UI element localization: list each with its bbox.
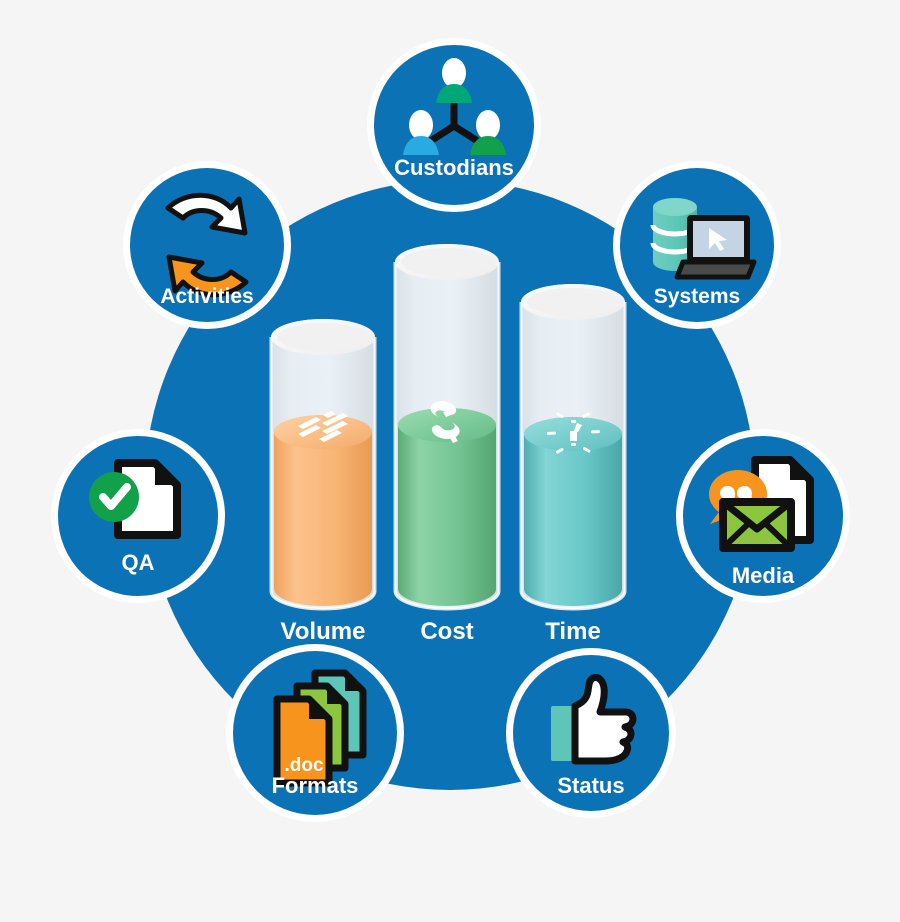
metric-label-cost: Cost bbox=[420, 618, 473, 645]
metric-cylinder-cost[interactable]: Cost bbox=[393, 244, 501, 645]
people-network-icon bbox=[403, 58, 506, 155]
envelope bbox=[719, 498, 795, 552]
metric-label-time: Time bbox=[545, 618, 601, 645]
node-status[interactable]: Status bbox=[506, 648, 676, 818]
node-media[interactable]: Media bbox=[676, 429, 850, 603]
node-label-custodians: Custodians bbox=[394, 155, 514, 180]
metric-cylinder-time[interactable]: Time bbox=[519, 284, 627, 645]
volume-fill bbox=[274, 415, 372, 606]
node-label-systems: Systems bbox=[654, 285, 740, 308]
document-check-icon bbox=[89, 459, 181, 539]
clock-icon bbox=[546, 412, 600, 454]
node-label-formats: Formats bbox=[272, 773, 359, 798]
dollar-sign-icon bbox=[430, 401, 460, 443]
formats-extension-label: .doc bbox=[284, 755, 323, 776]
metric-label-volume: Volume bbox=[281, 618, 366, 645]
node-label-media: Media bbox=[732, 563, 795, 588]
node-systems[interactable]: Systems bbox=[613, 161, 781, 329]
thumbs-up-icon bbox=[551, 674, 637, 765]
cost-fill bbox=[398, 408, 496, 606]
node-activities[interactable]: Activities bbox=[123, 161, 291, 329]
node-qa[interactable]: QA bbox=[51, 429, 225, 603]
node-label-qa: QA bbox=[122, 550, 155, 575]
metric-cylinder-volume[interactable]: Volume bbox=[269, 319, 377, 645]
laptop bbox=[674, 215, 757, 280]
node-label-activities: Activities bbox=[160, 285, 253, 308]
document-speech-envelope-icon bbox=[709, 456, 814, 552]
sync-arrows-icon bbox=[165, 192, 249, 298]
node-label-status: Status bbox=[557, 773, 624, 798]
node-formats[interactable]: .doc Formats bbox=[226, 644, 404, 822]
node-custodians[interactable]: Custodians bbox=[367, 38, 541, 212]
stacked-layers-icon bbox=[298, 411, 348, 442]
stacked-documents-icon: .doc bbox=[273, 669, 367, 787]
database-laptop-icon bbox=[650, 198, 757, 280]
